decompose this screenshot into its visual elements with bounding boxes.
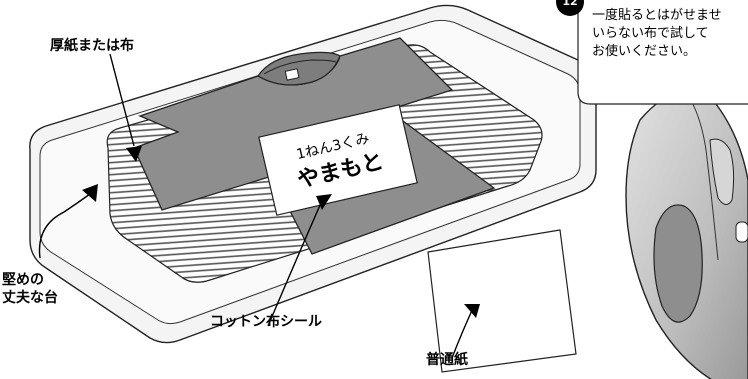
- note-line-3: お使いください。: [592, 44, 697, 59]
- tshirt-tag: [284, 68, 300, 81]
- note-number-badge: [556, 0, 584, 16]
- cotton-seal-label: コットン布シール: [210, 314, 322, 330]
- sturdy-stand-label-line2: 丈夫な台: [2, 290, 58, 306]
- plain-paper: [427, 229, 577, 373]
- arrow-cotton-seal: [267, 195, 325, 327]
- sturdy-stand-label-line1: 堅めの: [2, 272, 44, 288]
- note-number: 12: [562, 0, 578, 8]
- thick-paper-or-cloth-label: 厚紙または布: [50, 38, 134, 54]
- arrow-sturdy-stand: [38, 193, 91, 259]
- note-box: [556, 0, 748, 105]
- arrow-thick-paper: [109, 53, 135, 147]
- note-line-2: いらない布で試して: [592, 26, 709, 41]
- note-line-1: 一度貼るとはがせませ: [592, 8, 722, 23]
- plain-paper-label: 普通紙: [426, 352, 468, 368]
- iron-icon: [625, 89, 748, 379]
- arrowheads: [82, 146, 480, 318]
- cotton-cloth-seal: 1ねん3くみ やまもと: [258, 104, 418, 216]
